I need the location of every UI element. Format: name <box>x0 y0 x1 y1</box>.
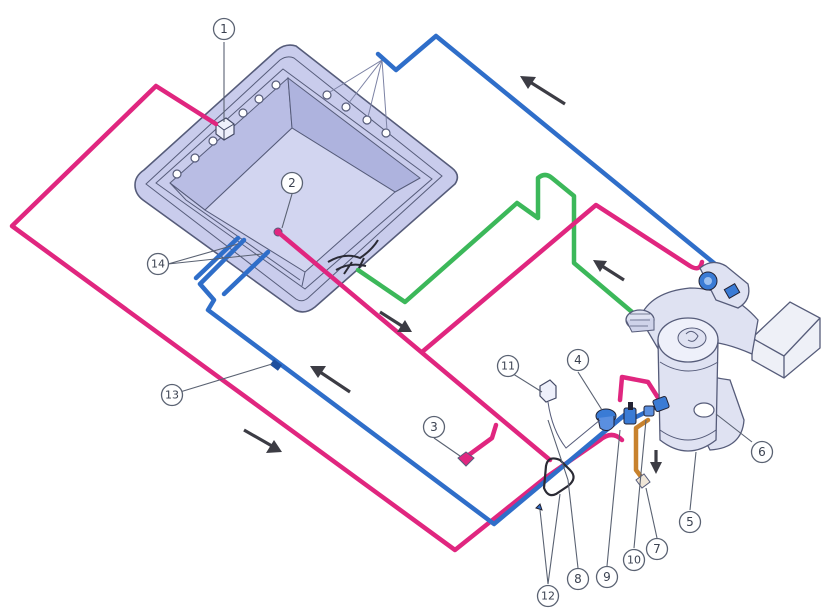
pink-pipe-main <box>9 83 625 553</box>
green-pipe <box>355 172 635 315</box>
svg-text:7: 7 <box>653 542 661 556</box>
leader-lines <box>167 42 753 585</box>
callout-9: 9 <box>595 565 619 589</box>
callout-4: 4 <box>566 348 590 372</box>
filter-canister <box>657 317 719 452</box>
pink-pipe-filter <box>617 374 665 407</box>
pink-pipe-blower <box>419 202 705 355</box>
pink-pipe-drain <box>275 229 553 463</box>
check-valve-4 <box>595 408 617 432</box>
orange-drain-pipe <box>633 417 651 481</box>
flow-arrow-down-right <box>379 310 412 332</box>
callout-7: 7 <box>645 537 669 561</box>
svg-text:4: 4 <box>574 353 582 367</box>
svg-text:10: 10 <box>627 554 641 567</box>
callout-14: 14 <box>146 252 170 276</box>
callout-12: 12 <box>536 584 560 608</box>
svg-text:9: 9 <box>603 570 611 584</box>
tub-rim-line-1 <box>145 56 443 302</box>
tub-rim-line-2 <box>155 68 433 290</box>
flow-arrow-down <box>650 450 662 474</box>
tub-jet-fittings <box>327 239 379 275</box>
callout-1: 1 <box>212 17 236 41</box>
flow-arrow-up-left <box>520 76 566 106</box>
valve-10 <box>643 396 670 417</box>
svg-text:2: 2 <box>288 176 296 190</box>
control-box <box>751 301 821 379</box>
flow-arrow-left <box>593 260 625 282</box>
jet <box>341 102 351 112</box>
skimmer-box <box>215 117 235 141</box>
blue-fitting <box>535 503 543 511</box>
jet <box>208 136 218 146</box>
floor-fitting <box>457 451 475 467</box>
jet-air-lines <box>329 59 388 131</box>
pressure-switch <box>539 379 601 449</box>
callout-11: 11 <box>496 354 520 378</box>
svg-text:12: 12 <box>541 590 555 603</box>
pink-pipe-branch <box>463 422 499 460</box>
flow-arrow-down-right-2 <box>243 428 282 453</box>
svg-text:1: 1 <box>220 22 228 36</box>
jet <box>271 80 281 90</box>
svg-text:11: 11 <box>501 360 515 373</box>
valve-9 <box>623 402 637 425</box>
callout-8: 8 <box>566 567 590 591</box>
blower <box>698 261 750 309</box>
jet <box>322 90 332 100</box>
tub-seat-edge <box>169 177 421 287</box>
svg-text:6: 6 <box>758 445 766 459</box>
callout-2: 2 <box>280 171 304 195</box>
svg-text:13: 13 <box>165 389 179 402</box>
air-valve-loop <box>542 457 575 497</box>
jet <box>254 94 264 104</box>
equipment <box>269 261 821 511</box>
flow-arrow-up-left-2 <box>310 366 351 394</box>
svg-text:14: 14 <box>151 258 165 271</box>
blue-pipe-tub-returns <box>193 235 271 297</box>
callout-3: 3 <box>422 415 446 439</box>
svg-text:5: 5 <box>686 515 694 529</box>
jet <box>362 115 372 125</box>
svg-text:3: 3 <box>430 420 438 434</box>
jet <box>172 169 182 179</box>
jet <box>190 153 200 163</box>
callout-13: 13 <box>160 383 184 407</box>
blue-connector <box>269 359 283 371</box>
tub-jets <box>172 80 391 179</box>
jet <box>381 128 391 138</box>
jet <box>238 108 248 118</box>
callout-10: 10 <box>622 548 646 572</box>
callout-6: 6 <box>750 440 774 464</box>
heater <box>625 309 655 333</box>
flow-arrows <box>243 76 662 474</box>
callout-5: 5 <box>678 510 702 534</box>
svg-text:8: 8 <box>574 572 582 586</box>
